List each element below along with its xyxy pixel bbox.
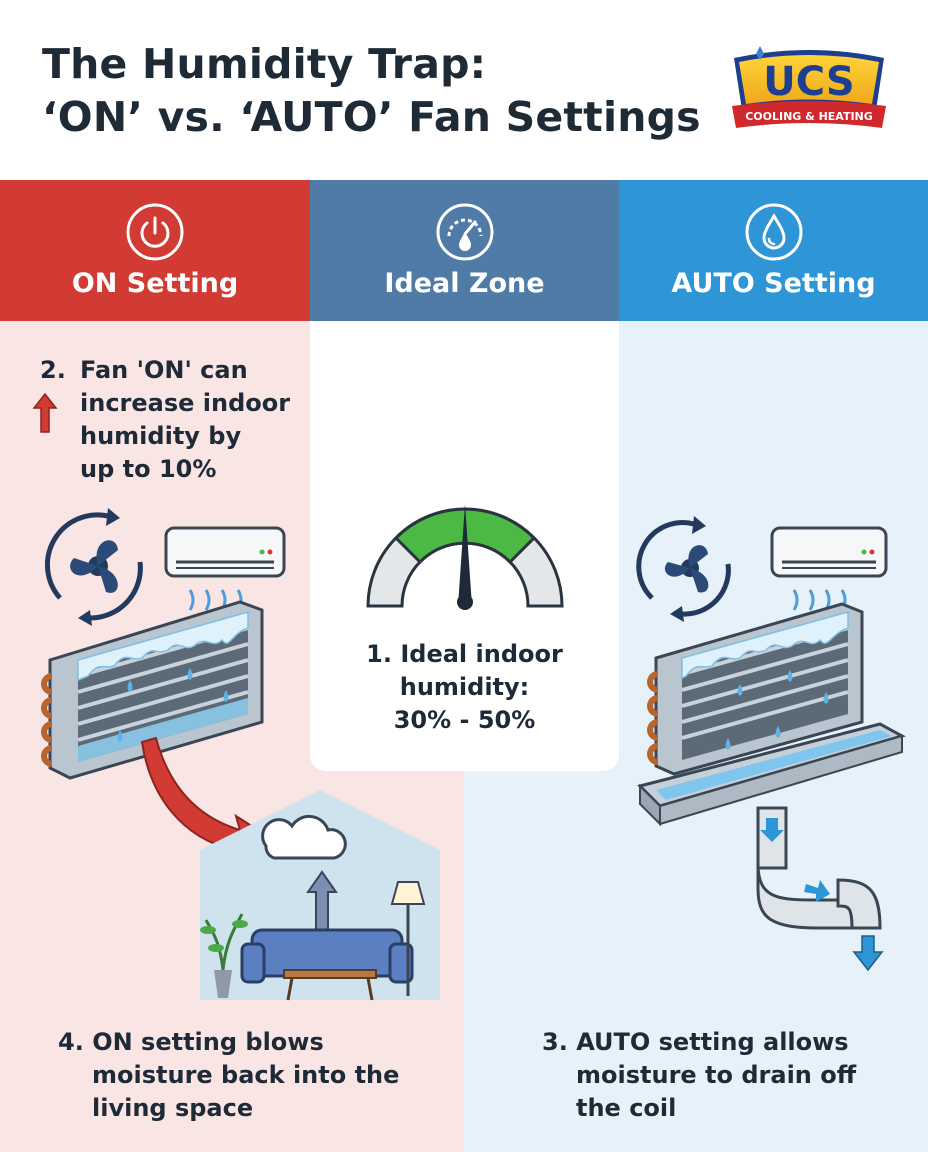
drain-pipe-icon [756,806,884,972]
draining-coil-icon [647,602,864,776]
note-on-blows-moisture: 4. ON setting blows moisture back into t… [58,1028,400,1122]
page-title: The Humidity Trap: ‘ON’ vs. ‘AUTO’ Fan S… [42,38,701,144]
on-setting-header: ON Setting [0,180,310,321]
note-fan-on-humidity: 2.Fan 'ON' can increase indoor humidity … [40,356,291,483]
auto-setting-label: AUTO Setting [671,268,876,299]
water-drop-icon [745,203,802,261]
up-arrow-icon [32,392,58,433]
title-line-2: ‘ON’ vs. ‘AUTO’ Fan Settings [42,93,701,141]
ac-unit-icon [164,526,286,611]
ucs-logo: UCS COOLING & HEATING [732,46,886,128]
auto-setting-header: AUTO Setting [619,180,928,321]
note-ideal-humidity: 1. Ideal indoor humidity: 30% - 50% [366,640,563,734]
gauge-drop-icon [436,203,493,261]
ideal-zone-header: Ideal Zone [310,180,619,321]
on-setting-label: ON Setting [71,268,239,299]
fan-icon [44,508,143,626]
title-line-1: The Humidity Trap: [42,40,487,88]
logo-brand: UCS [763,59,854,105]
living-room-icon [200,790,440,1001]
ideal-zone-label: Ideal Zone [384,268,545,299]
on-setting-illustration [41,508,440,1001]
humidity-gauge [366,504,564,610]
drain-pan-icon [637,722,906,827]
logo-tagline: COOLING & HEATING [745,110,873,123]
ac-unit-icon [770,526,888,611]
power-icon [126,203,184,261]
fan-icon [636,516,731,622]
auto-setting-illustration [636,516,906,972]
note-auto-drains: 3. AUTO setting allows moisture to drain… [542,1028,857,1122]
wet-coil-icon [41,600,264,780]
